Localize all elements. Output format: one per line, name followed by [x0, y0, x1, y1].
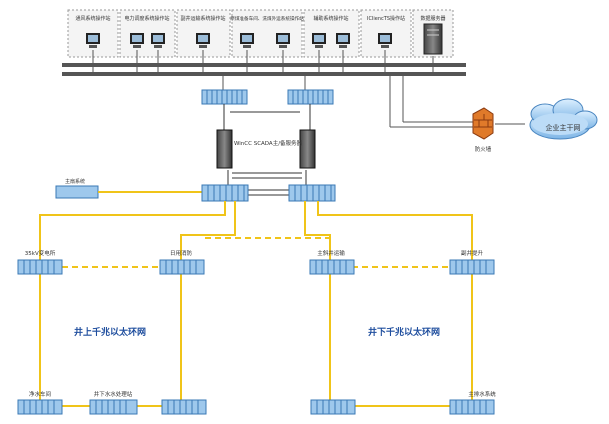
underground-ring [304, 201, 473, 407]
above-ground-ring [39, 201, 236, 407]
node-label-main-incline: 主斜井运输 [317, 249, 345, 257]
redundant-links [62, 237, 450, 268]
monitor-icon [86, 33, 392, 48]
ethernet-bus [62, 50, 525, 128]
station-label-aux-shaft: 副井运输系统操作站 [180, 15, 225, 22]
station-label-data-server: 数据服务器 [420, 15, 445, 22]
scada-server-label: WinCC SCADA主/备服务器 [234, 139, 303, 147]
scada-links [223, 104, 311, 196]
underground-ring-label: 井下千兆以太环网 [368, 326, 440, 338]
node-label-fire: 日用消防 [170, 249, 193, 257]
above-ground-ring-label: 井上千兆以太环网 [74, 326, 146, 338]
node-label-aux-hoist: 副井提升 [461, 249, 484, 257]
ethernet-switch [449, 259, 495, 275]
node-label-water-treatment: 井下水水处理站 [94, 390, 133, 398]
main-fan-label: 主扇系统 [65, 178, 85, 185]
station-label-power: 电力调度系统操作站 [124, 15, 169, 22]
ethernet-switch [55, 185, 99, 199]
ethernet-switch [201, 184, 249, 202]
enterprise-network-label: 企业主干网 [546, 123, 581, 132]
ethernet-switch [17, 399, 63, 415]
ethernet-switch [449, 399, 495, 415]
cloud-icon [529, 98, 598, 140]
station-label-ventilation: 通风系统操作站 [75, 15, 110, 22]
station-label-auxiliary: 辅助系统操作站 [313, 15, 348, 22]
station-label-coal-prep: 原煤准备车间、洗煤外运系统操作站 [230, 15, 304, 22]
firewall-label: 防火墙 [475, 145, 492, 153]
station-label-iclients: ICIiencTS操作站 [367, 15, 405, 22]
ethernet-switch [288, 184, 336, 202]
ethernet-switch [159, 259, 205, 275]
ethernet-switch [161, 399, 207, 415]
scada-server-icon [216, 129, 316, 169]
ethernet-switch [309, 259, 355, 275]
ethernet-switch [310, 399, 356, 415]
ethernet-switch [17, 259, 63, 275]
data-server-icon [423, 23, 443, 55]
firewall-icon [472, 107, 494, 140]
ethernet-switch [201, 89, 248, 105]
node-label-main-drainage: 主排水系统 [468, 390, 496, 398]
node-label-substation: 35kV变电所 [25, 249, 56, 257]
ethernet-switch [287, 89, 334, 105]
node-label-water-plant: 净水车间 [29, 390, 51, 398]
ethernet-switch [89, 399, 138, 415]
